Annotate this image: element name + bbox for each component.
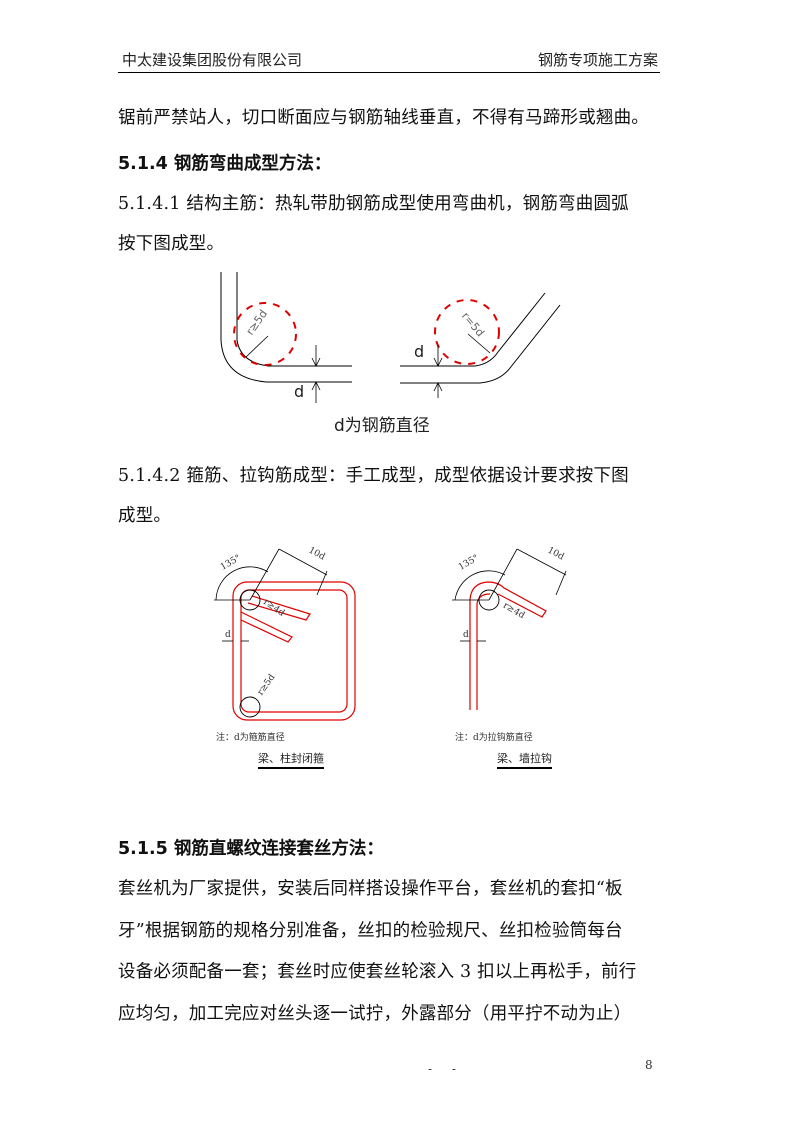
stirrup-note: 注：d为箍筋直径 bbox=[216, 733, 285, 743]
label-stirrup-d: d bbox=[225, 630, 231, 640]
figure1-caption: d为钢筋直径 bbox=[334, 416, 430, 436]
paragraph-5-1-5-line2: 牙”根据钢筋的规格分别准备，丝扣的检验规尺、丝扣检验筒每台 bbox=[118, 921, 623, 941]
stirrup-subtitle: 梁、柱封闭箍 bbox=[258, 750, 324, 769]
header-company: 中太建设集团股份有限公司 bbox=[122, 51, 303, 69]
label-left-d: d bbox=[294, 382, 305, 401]
label-stirrup-angle: 135° bbox=[218, 553, 243, 573]
hook-note: 注：d为拉钩筋直径 bbox=[455, 733, 533, 743]
paragraph-5-1-5-line3: 设备必须配备一套；套丝时应使套丝轮滚入 3 扣以上再松手，前行 bbox=[118, 962, 637, 982]
paragraph-5-1-5-line1: 套丝机为厂家提供，安装后同样搭设操作平台，套丝机的套扣“板 bbox=[118, 879, 623, 899]
label-left-radius: r≥5d bbox=[243, 307, 271, 338]
paragraph-5-1-4-1-line2: 按下图成型。 bbox=[118, 234, 225, 254]
paragraph-cutting-note: 锯前严禁站人，切口断面应与钢筋轴线垂直，不得有马蹄形或翘曲。 bbox=[118, 108, 649, 128]
label-hook-length: 10d bbox=[545, 545, 566, 563]
paragraph-5-1-5-line4: 应均匀，加工完应对丝头逐一试拧，外露部分（用平拧不动为止） bbox=[118, 1004, 632, 1024]
label-hook-angle: 135° bbox=[456, 553, 481, 573]
label-stirrup-length: 10d bbox=[306, 545, 327, 563]
label-right-d: d bbox=[414, 342, 425, 361]
page-header: 中太建设集团股份有限公司 钢筋专项施工方案 bbox=[118, 48, 660, 73]
heading-5-1-5: 5.1.5 钢筋直螺纹连接套丝方法： bbox=[118, 839, 384, 859]
paragraph-5-1-4-1-line1: 5.1.4.1 结构主筋：热轧带肋钢筋成型使用弯曲机，钢筋弯曲圆弧 bbox=[118, 194, 629, 214]
paragraph-5-1-4-2-line1: 5.1.4.2 箍筋、拉钩筋成型：手工成型，成型依据设计要求按下图 bbox=[118, 466, 629, 486]
label-hook-d: d bbox=[463, 630, 469, 640]
page-number: 8 bbox=[645, 1058, 653, 1072]
heading-5-1-4: 5.1.4 钢筋弯曲成型方法： bbox=[118, 154, 332, 174]
hook-subtitle: 梁、墙拉钩 bbox=[497, 750, 552, 769]
header-doc-title: 钢筋专项施工方案 bbox=[537, 51, 658, 69]
label-stirrup-radius-bottom: r≥5d bbox=[255, 672, 278, 698]
label-hook-radius: r≥4d bbox=[501, 600, 527, 622]
footer-dots: - - bbox=[428, 1062, 464, 1076]
label-right-radius: r=5d bbox=[458, 309, 487, 340]
paragraph-5-1-4-2-line2: 成型。 bbox=[118, 506, 172, 526]
label-stirrup-radius-top: r≥4d bbox=[261, 597, 287, 619]
